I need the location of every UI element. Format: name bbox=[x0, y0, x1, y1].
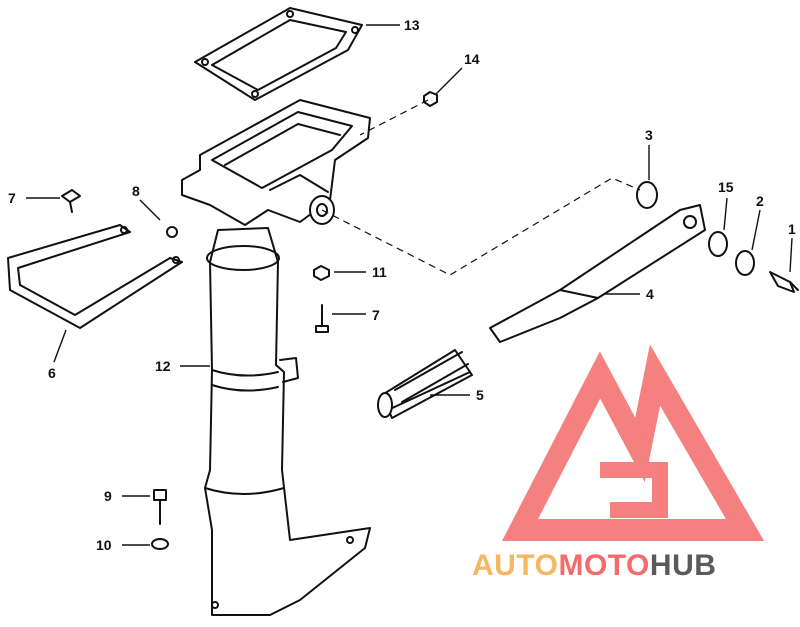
part-14-nut bbox=[423, 91, 438, 107]
callout-7-middle: 7 bbox=[372, 307, 380, 323]
callout-13: 13 bbox=[404, 17, 420, 33]
part-7-screw-upper bbox=[61, 189, 81, 213]
callout-5: 5 bbox=[476, 387, 484, 403]
callout-6: 6 bbox=[48, 365, 56, 381]
part-2-washer bbox=[735, 250, 755, 276]
part-8-washer bbox=[166, 226, 178, 238]
watermark-hub: HUB bbox=[650, 549, 717, 582]
watermark-moto: MOTO bbox=[558, 549, 649, 582]
part-4-tiller-arm bbox=[489, 204, 706, 343]
callout-labels: 13 14 3 15 2 1 4 5 7 8 11 7 12 6 9 10 bbox=[8, 17, 796, 553]
part-5-grip bbox=[377, 349, 473, 419]
part-3-washer bbox=[636, 181, 658, 209]
part-7-screw-middle bbox=[315, 304, 329, 333]
part-10-washer bbox=[151, 538, 169, 550]
callout-11: 11 bbox=[372, 264, 387, 280]
callout-4: 4 bbox=[646, 286, 654, 302]
part-1-screw bbox=[769, 271, 799, 293]
leader-lines bbox=[26, 24, 793, 546]
part-6-handle-bracket bbox=[7, 224, 183, 329]
part-15-washer bbox=[708, 231, 728, 257]
callout-9: 9 bbox=[104, 488, 112, 504]
callout-1: 1 bbox=[788, 221, 796, 237]
callout-3: 3 bbox=[645, 127, 653, 143]
part-9-bolt bbox=[153, 489, 167, 525]
part-12-drive-shaft-housing bbox=[204, 227, 371, 616]
watermark-logo-icon bbox=[501, 344, 765, 541]
watermark-wordmark: AUTOMOTOHUB bbox=[472, 549, 716, 582]
callout-7-upper: 7 bbox=[8, 190, 16, 206]
callout-12: 12 bbox=[155, 358, 171, 374]
part-11-nut bbox=[313, 265, 330, 281]
callout-10: 10 bbox=[96, 537, 112, 553]
callout-15: 15 bbox=[718, 179, 734, 195]
part-12-drive-shaft-housing-top bbox=[181, 99, 371, 226]
watermark-auto: AUTO bbox=[472, 549, 558, 582]
svg-text:AUTOMOTOHUB: AUTOMOTOHUB bbox=[472, 549, 716, 582]
callout-14: 14 bbox=[464, 51, 480, 67]
callout-2: 2 bbox=[756, 193, 764, 209]
alignment-dashed-lines bbox=[321, 99, 641, 276]
part-13-gasket bbox=[194, 7, 363, 101]
callout-8: 8 bbox=[132, 183, 140, 199]
